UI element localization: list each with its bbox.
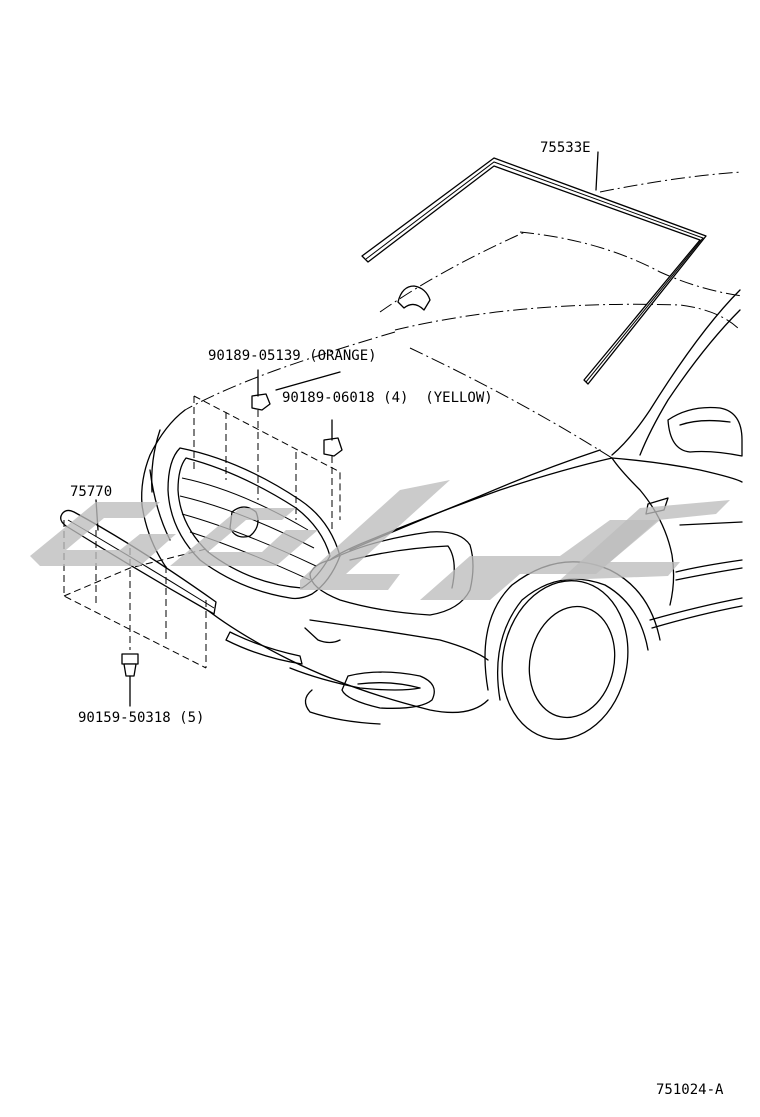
grille-bar-3 (181, 513, 317, 567)
side-mirror (667, 406, 743, 457)
callout-clip-orange: 90189-05139 (ORANGE) (208, 348, 377, 364)
watermark-glyph-4 (420, 520, 660, 600)
hood-opening-left (151, 429, 161, 493)
rocker-line (649, 597, 743, 621)
grille-surround (167, 447, 341, 600)
car-body-outline (141, 171, 743, 740)
watermark-glyph-2 (170, 508, 318, 566)
windshield-molding-inner (365, 161, 704, 383)
body-side-line-2 (675, 567, 743, 581)
callout-75533E: 75533E (540, 140, 591, 156)
screw-head-icon (121, 653, 139, 665)
windshield-left-edge (379, 231, 526, 313)
bumper-upper-line (309, 619, 489, 661)
wheel-rim (528, 605, 616, 719)
cowl-line (394, 303, 741, 331)
clip-yellow-icon (323, 437, 343, 457)
screw-body-icon (123, 663, 137, 677)
watermark-glyph-1 (30, 502, 176, 566)
bumper-intake-left (225, 631, 303, 665)
door-line-top (679, 521, 743, 526)
watermark-glyph-3 (300, 480, 450, 590)
grille-emblem (229, 506, 259, 538)
wheel-tire (501, 580, 629, 740)
watermark-glyph-5 (560, 500, 730, 580)
wheel-arch-inner (497, 578, 649, 701)
fog-lamp (341, 671, 435, 709)
a-pillar-inner (639, 309, 741, 456)
bumper-bottom (304, 689, 381, 725)
roof-line (599, 171, 743, 193)
screw-part (121, 653, 139, 707)
bumper-lower-crease (289, 667, 421, 691)
side-mirror-line (679, 419, 731, 426)
rocker-line-2 (651, 605, 743, 629)
grille-bar-1 (181, 477, 309, 531)
hood-edge-right (409, 347, 613, 459)
body-side-line (675, 559, 743, 573)
figure-code: 751024-A (656, 1082, 724, 1098)
a-pillar (611, 289, 741, 456)
clip-orange-icon (251, 393, 271, 411)
windshield-molding-part (361, 151, 707, 385)
windshield-molding (361, 157, 707, 385)
guide-molding-cross (63, 547, 211, 597)
callout-screw: 90159-50318 (5) (78, 710, 205, 726)
fender-front-edge (611, 457, 675, 606)
roof-side-line (519, 231, 743, 297)
leader-75533E (595, 151, 599, 191)
hood-left-edge (141, 409, 186, 506)
clip-yellow-part (275, 371, 343, 457)
fender-top (611, 457, 743, 483)
grille-inner (177, 457, 331, 589)
fog-lamp-line (357, 682, 421, 689)
callout-clip-yellow: 90189-06018 (4) (YELLOW) (282, 390, 493, 406)
leader-clip-yellow-line (275, 371, 341, 391)
wiper-arm (397, 285, 431, 311)
clip-orange-part (251, 369, 271, 411)
bumper-corner (304, 627, 341, 644)
callout-75770: 75770 (70, 484, 113, 500)
watermark-logo (30, 480, 730, 600)
